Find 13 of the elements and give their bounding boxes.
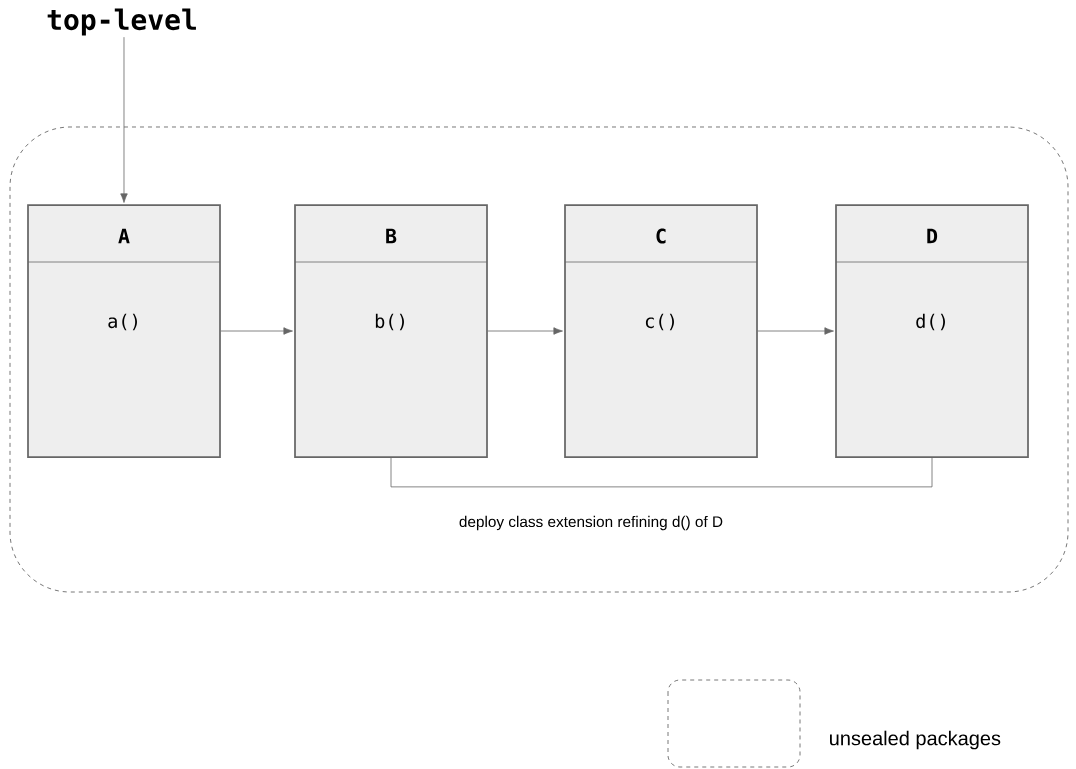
legend-text: unsealed packages <box>830 730 1001 750</box>
label-text: top-level <box>47 8 196 36</box>
package-boundary <box>9 126 1069 593</box>
class-box: B b() <box>294 204 488 458</box>
connector <box>757 327 834 335</box>
class-box: A a() <box>27 204 221 458</box>
class-box: C c() <box>564 204 758 458</box>
connector <box>220 327 293 335</box>
edge-label: deploy class extension refining d() of D <box>457 514 725 532</box>
connector <box>487 327 563 335</box>
class-box: D d() <box>835 204 1029 458</box>
connector <box>120 36 128 203</box>
connector <box>390 457 933 488</box>
